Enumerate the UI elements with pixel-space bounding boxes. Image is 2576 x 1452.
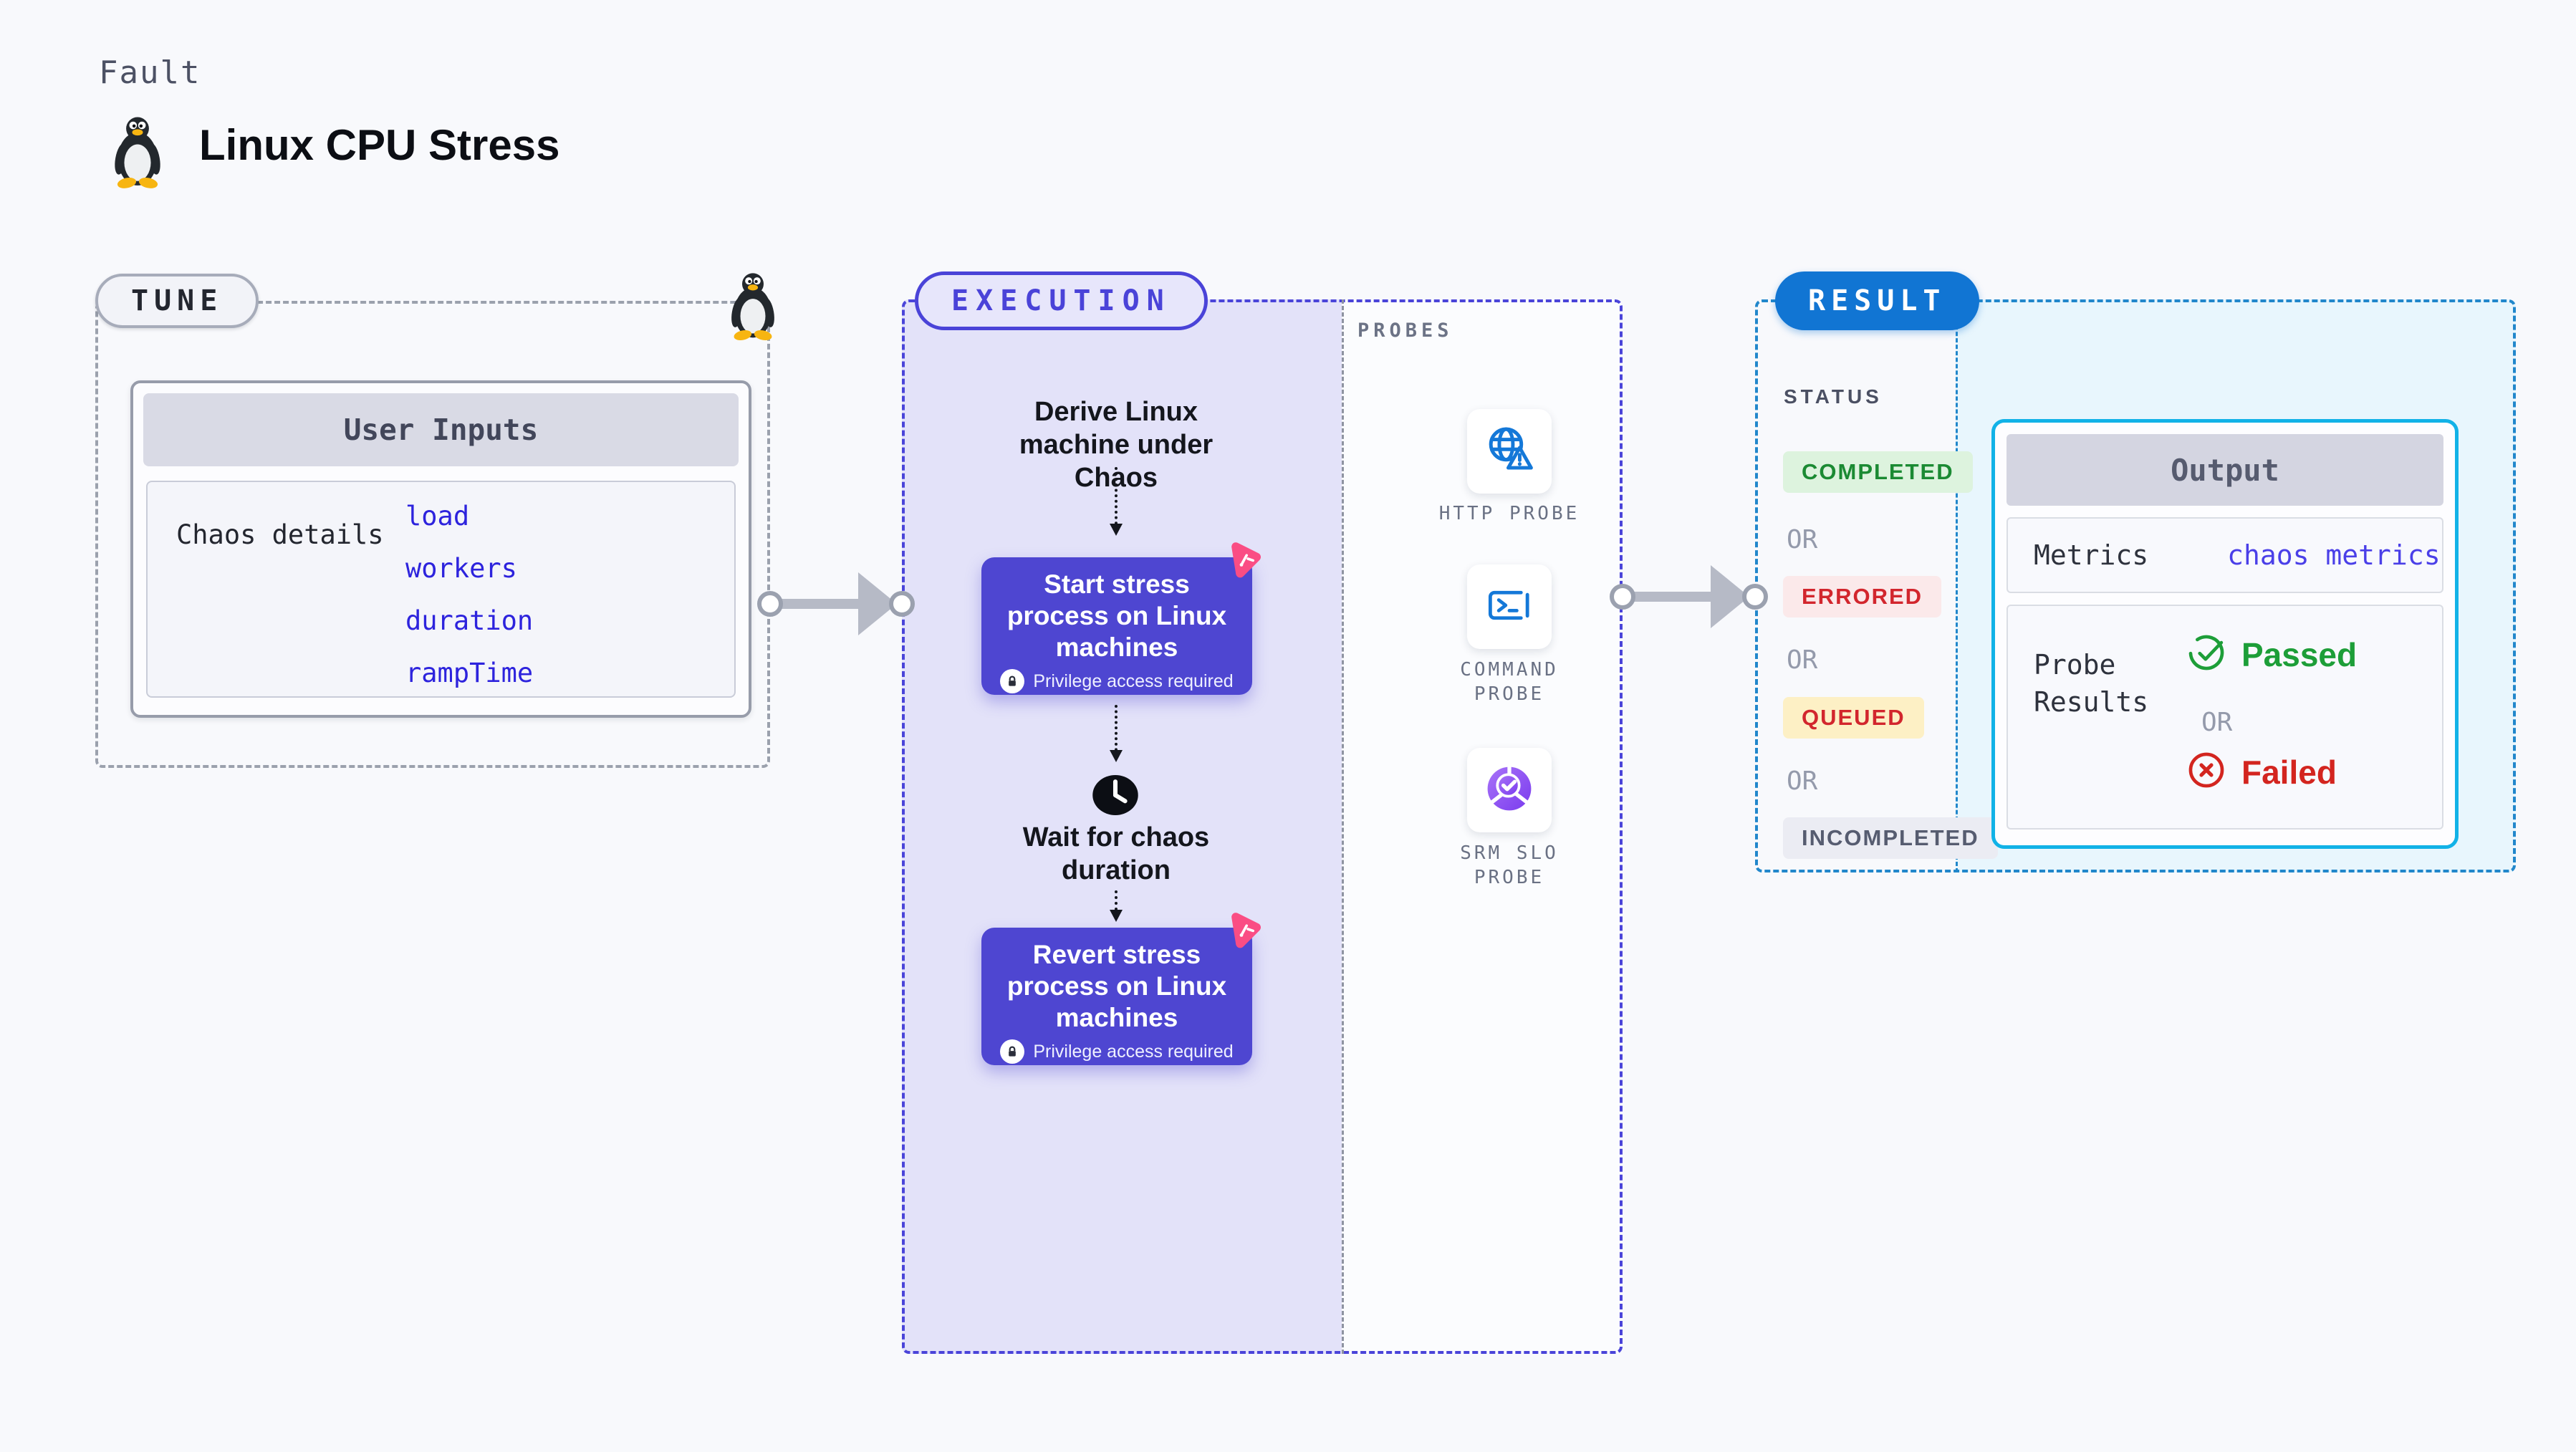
page-title: Linux CPU Stress — [199, 121, 560, 169]
status-badge-incompleted: INCOMPLETED — [1783, 817, 1998, 859]
probes-label: PROBES — [1357, 319, 1453, 342]
user-inputs-card: User Inputs Chaos details load workers d… — [130, 380, 751, 718]
slo-donut-check-icon — [1482, 761, 1537, 819]
metrics-row: Metrics chaos metrics — [2007, 517, 2443, 593]
probe-results-row: Probe Results Passed OR F — [2007, 605, 2443, 830]
chaos-details-row: Chaos details load workers duration ramp… — [146, 481, 736, 698]
result-separator — [1956, 299, 1958, 872]
arrow-down-3 — [1110, 890, 1123, 922]
globe-alert-icon — [1482, 423, 1537, 481]
srm-slo-probe-card — [1467, 748, 1552, 832]
output-card: Output Metrics chaos metrics Probe Resul… — [1991, 419, 2459, 849]
x-circle-icon — [2186, 749, 2227, 794]
probe-results-label: Probe Results — [2034, 649, 2149, 718]
input-workers[interactable]: workers — [405, 553, 517, 584]
arrow-down-1 — [1110, 467, 1123, 536]
lock-icon — [1000, 1039, 1025, 1064]
arrow-down-2 — [1110, 705, 1123, 762]
chaos-metrics-link[interactable]: chaos metrics — [2227, 539, 2441, 571]
or-label: OR — [1787, 645, 1818, 675]
chaos-input-list: load workers duration rampTime — [405, 501, 533, 688]
or-label: OR — [1787, 525, 1818, 554]
http-probe-card — [1467, 409, 1552, 494]
fault-kicker: Fault — [99, 54, 201, 91]
status-badge-errored: ERRORED — [1783, 576, 1942, 617]
srm-slo-probe-label: SRM SLO PROBE — [1460, 842, 1559, 888]
start-stress-title: Start stress process on Linux machines — [1006, 569, 1227, 662]
input-load[interactable]: load — [405, 501, 470, 532]
execution-section-pill: EXECUTION — [915, 271, 1208, 330]
derive-step-label: Derive Linux machine under Chaos — [1019, 397, 1213, 493]
status-badge-queued: QUEUED — [1783, 697, 1924, 739]
lock-icon — [1000, 669, 1025, 693]
user-inputs-header: User Inputs — [143, 393, 739, 466]
tune-section-box — [95, 301, 770, 768]
command-probe-card — [1467, 564, 1552, 649]
probes-separator — [1342, 299, 1344, 1354]
linux-tux-icon — [105, 115, 170, 191]
tune-output-port — [757, 591, 783, 617]
status-label: STATUS — [1784, 385, 1883, 408]
execution-flow-panel — [902, 299, 1342, 1354]
tune-to-execution-line — [778, 599, 861, 609]
execution-to-result-line — [1630, 592, 1714, 602]
privilege-label: Privilege access required — [1033, 670, 1234, 691]
terminal-icon — [1483, 579, 1536, 635]
chaos-experiment-icon — [1221, 908, 1267, 951]
http-probe-label: HTTP PROBE — [1438, 503, 1580, 524]
or-label: OR — [2201, 708, 2233, 737]
or-label: OR — [1787, 766, 1818, 796]
revert-stress-node: Revert stress process on Linux machines … — [981, 928, 1252, 1065]
clock-icon — [1088, 771, 1143, 819]
input-ramptime[interactable]: rampTime — [405, 658, 534, 688]
linux-tux-corner-icon — [722, 271, 784, 342]
result-input-port — [1742, 584, 1768, 610]
privilege-label: Privilege access required — [1033, 1041, 1234, 1062]
status-badge-completed: COMPLETED — [1783, 451, 1973, 493]
execution-input-port — [889, 591, 915, 617]
output-header: Output — [2007, 434, 2443, 506]
check-circle-icon — [2186, 632, 2227, 677]
failed-label: Failed — [2241, 753, 2337, 791]
wait-step-label: Wait for chaos duration — [1022, 822, 1210, 885]
failed-option: Failed — [2186, 749, 2337, 794]
result-section-pill: RESULT — [1775, 271, 1979, 330]
input-duration[interactable]: duration — [405, 605, 534, 636]
privilege-row: Privilege access required — [1000, 669, 1234, 693]
tune-section-pill: TUNE — [95, 274, 259, 328]
revert-stress-title: Revert stress process on Linux machines — [1006, 940, 1227, 1032]
execution-output-port — [1610, 584, 1635, 610]
metrics-label: Metrics — [2034, 539, 2149, 571]
chaos-details-label: Chaos details — [176, 519, 384, 550]
passed-label: Passed — [2241, 635, 2358, 673]
start-stress-node: Start stress process on Linux machines P… — [981, 557, 1252, 695]
chaos-experiment-icon — [1221, 537, 1267, 580]
privilege-row: Privilege access required — [1000, 1039, 1234, 1064]
passed-option: Passed — [2186, 632, 2357, 677]
command-probe-label: COMMAND PROBE — [1460, 659, 1559, 705]
